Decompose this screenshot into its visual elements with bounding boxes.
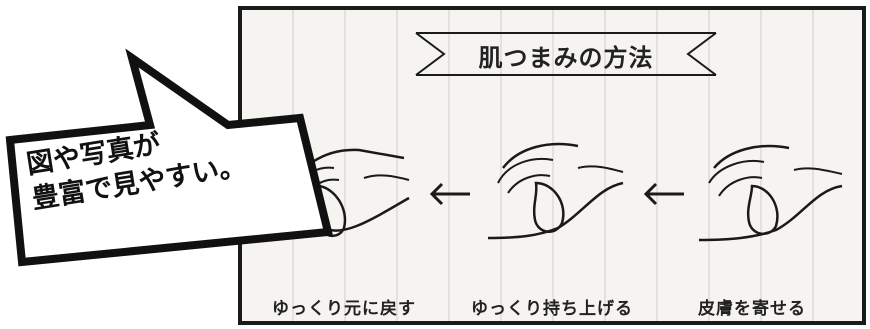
method-panel: 肌つまみの方法 ゆっくり元に戻す ゆっくり持ち上げる 皮膚を寄せる xyxy=(238,6,866,325)
left-arrow-icon xyxy=(643,182,684,206)
striped-background xyxy=(242,10,862,321)
step-label-lift: ゆっくり持ち上げる xyxy=(471,299,633,319)
hand-gather-illustration xyxy=(698,144,843,242)
hand-lift-illustration xyxy=(487,142,624,240)
left-arrow-icon xyxy=(429,182,470,206)
title-frame-icon xyxy=(415,32,717,76)
page-title: 肌つまみの方法 xyxy=(478,44,654,72)
title-banner: 肌つまみの方法 xyxy=(414,30,718,78)
step-label-release: ゆっくり元に戻す xyxy=(272,299,416,319)
step-label-gather: 皮膚を寄せる xyxy=(698,299,806,319)
